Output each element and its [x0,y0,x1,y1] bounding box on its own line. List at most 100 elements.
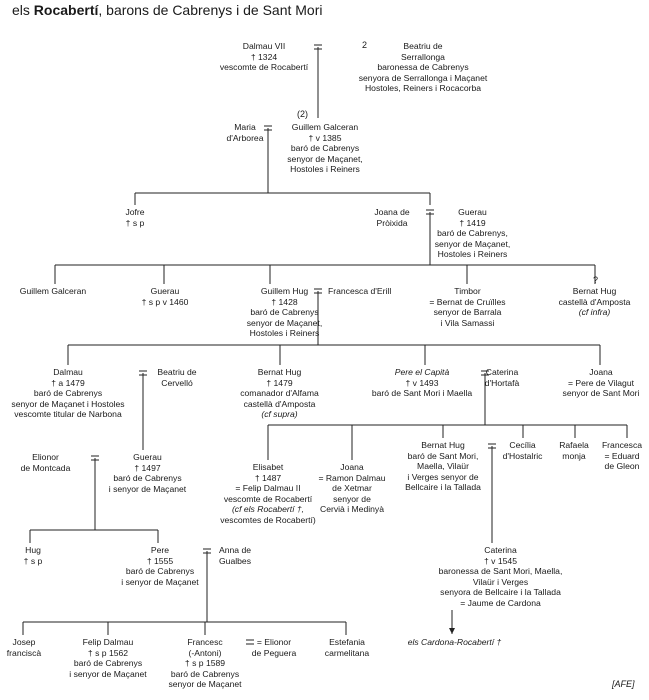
person-line: Dalmau VII [242,41,286,51]
person-line: † v 1493 [405,377,439,388]
person-line: d'Hostalric [502,450,543,461]
person-line: Guillem Hug [260,286,309,296]
person-line: Gualbes [218,555,251,566]
person-line: baró de Sant Mori i Maella [371,388,473,399]
person-line: (cf infra) [578,307,611,318]
person-line: † s p v 1460 [141,296,189,307]
person-line: = Felip Dalmau II [235,483,301,494]
person-line: senyora de Serrallonga i Maçanet [358,72,488,83]
person-line: senyor de Maçanet i Hostoles [11,398,125,409]
person-line: vescomtes de Rocabertí) [220,514,316,525]
person-line: i Verges senyor de [407,471,479,482]
person-line: baró de Cabrenys [73,658,143,669]
person-line: = Ramon Dalmau [318,472,386,483]
person-line: Elisabet [252,462,284,472]
person-line: Guillem Galceran [19,286,87,296]
marriage-order-mark: 2 [362,40,368,50]
person-line: † v 1545 [484,555,517,566]
person-line: (cf supra) [261,409,298,420]
person-line: senyor de Sant Mori [562,388,640,399]
person-line: = Bernat de Cruïlles [429,296,506,307]
person-line: senyor de Maçanet, [287,153,363,164]
person-line: † s p [23,555,43,566]
person-line: Cervelló [161,377,193,388]
person-line: baró de Cabrenys [125,566,195,577]
person-line: de Xetmar [332,483,372,494]
person-line: (-Antoni) [188,647,222,658]
person-line: baró de Cabrenys, [437,228,508,239]
person-line: castellà d'Amposta [558,296,631,307]
person-line: † 1324 [250,51,278,62]
person-line: de Peguera [251,647,297,658]
person-line: Bernat Hug [572,286,617,296]
person-line: castellà d'Amposta [243,398,316,409]
person-line: Jofre [125,207,145,217]
person-line: = Jaume de Cardona [460,597,541,608]
person-line: Hostoles i Reiners [437,249,508,260]
person-line: d'Hortafà [484,377,520,388]
person-line: † 1555 [146,555,174,566]
person-line: vescomte de Rocabertí [219,62,309,73]
credit-label: [AFE] [612,679,635,689]
person-line: baró de Cabrenys [113,473,182,484]
person-line: d'Arborea [226,132,264,143]
person-guillem-galceran-2: Guillem Galceran [8,286,98,297]
person-line: i senyor de Maçanet [69,668,147,679]
person-line: Maella, Vilaür [417,461,469,472]
person-line: senyor de Barrala [433,307,502,318]
person-line: Joana [589,367,613,377]
person-line: † s p 1589 [184,658,226,669]
person-line: Cecília [509,440,536,450]
person-francesca-erill: Francesca d'Erill [328,286,418,297]
person-line: Dalmau [53,367,83,377]
person-line: Timbor [454,286,481,296]
uncertain-mark: ? [593,275,599,285]
person-line: † 1497 [134,462,161,473]
person-line: Caterina [485,367,519,377]
person-hug: Hug† s p [18,545,48,566]
marriage-order-mark: (2) [297,109,308,119]
person-line: Guillem Galceran [291,122,359,132]
person-line: baró de Cabrenys [290,143,360,154]
person-line: † 1479 [266,377,293,388]
person-line: carmelitana [324,647,370,658]
person-line: Hostoles, Reiners i Rocacorba [364,83,482,94]
person-line: Felip Dalmau [82,637,134,647]
person-line: Estefania [329,637,365,647]
person-line: Beatriu de [157,367,197,377]
person-line: Cervià i Medinyà [320,504,384,515]
person-line: i Vila Samassi [440,317,495,328]
person-line: baró de Sant Mori, [407,450,479,461]
person-line: Rafaela [559,440,589,450]
person-line: Joana [340,462,364,472]
person-line: baró de Cabrenys [33,388,103,399]
person-line: Guerau [133,452,162,462]
person-line: vescomte de Rocabertí [223,493,313,504]
person-line: Pere el Capità [394,367,450,377]
person-line: vescomte titular de Narbona [14,409,122,420]
person-line: Josep [12,637,36,647]
person-line: † 1419 [459,217,486,228]
person-line: Hostoles i Reiners [249,328,320,339]
person-line: Pere [150,545,170,555]
person-line: † v 1385 [308,132,342,143]
